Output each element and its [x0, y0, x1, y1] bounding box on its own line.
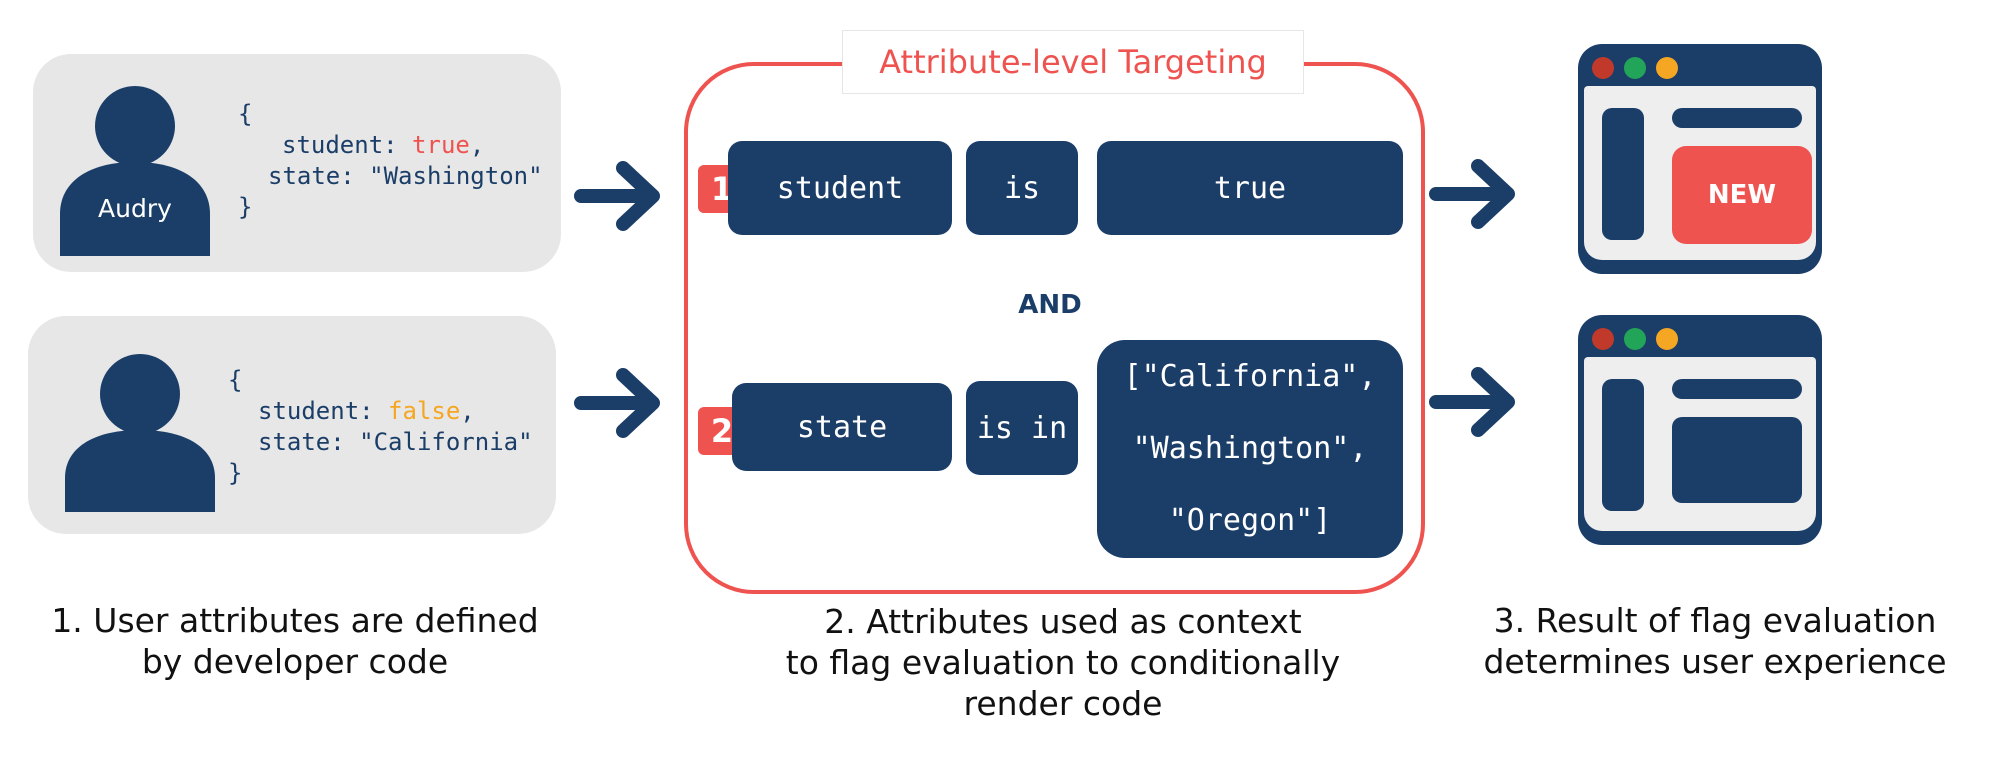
window-close-dot	[1592, 328, 1614, 350]
step-caption-2: 2. Attributes used as context to flag ev…	[718, 601, 1408, 724]
caption-line: 1. User attributes are defined	[51, 601, 539, 640]
rule-value-list-chip: ["California", "Washington", "Oregon"]	[1097, 340, 1403, 558]
student-value: true	[412, 131, 470, 159]
sidebar-block	[1602, 108, 1644, 240]
user-attributes-code: { student: true, state: "Washington"}	[238, 99, 543, 223]
rule-conjunction: AND	[1018, 290, 1082, 320]
student-value: false	[388, 397, 461, 425]
window-minimize-dot	[1656, 328, 1678, 350]
arrow-right-icon	[1428, 366, 1520, 438]
caption-line: 2. Attributes used as context	[824, 602, 1302, 641]
rule-attribute-chip: student	[728, 141, 952, 235]
arrow-right-icon	[1428, 158, 1520, 230]
rule-value-chip: true	[1097, 141, 1403, 235]
user-name: Audry	[98, 194, 172, 223]
window-maximize-dot	[1624, 57, 1646, 79]
browser-window-icon: NEW	[1578, 44, 1822, 274]
new-feature-badge: NEW	[1672, 146, 1812, 244]
targeting-title: Attribute-level Targeting	[842, 30, 1304, 94]
state-line: state: "California"	[258, 428, 533, 456]
brace-open: {	[228, 366, 243, 394]
content-block	[1672, 417, 1802, 503]
browser-body	[1584, 357, 1816, 531]
state-line: state: "Washington"	[268, 162, 543, 190]
rule-operator-chip: is	[966, 141, 1078, 235]
user-attributes-code: { student: false, state: "California"}	[228, 365, 533, 489]
caption-line: render code	[963, 684, 1163, 723]
user-avatar-icon	[65, 354, 215, 512]
rule-operator-chip: is in	[966, 381, 1078, 475]
arrow-right-icon	[573, 160, 665, 232]
step-caption-3: 3. Result of flag evaluation determines …	[1440, 600, 1990, 682]
brace-open: {	[238, 100, 253, 128]
browser-window-icon	[1578, 315, 1822, 545]
caption-line: 3. Result of flag evaluation	[1493, 601, 1937, 640]
rule-value: true	[1213, 170, 1287, 206]
header-block	[1672, 108, 1802, 128]
rule-attribute-chip: state	[732, 383, 952, 471]
window-minimize-dot	[1656, 57, 1678, 79]
user-avatar-icon: Audry	[60, 86, 210, 256]
comma: ,	[469, 131, 485, 159]
student-key: student:	[282, 131, 413, 159]
user-card-2: { student: false, state: "California"}	[28, 316, 556, 534]
rule-value: "Washington",	[1132, 431, 1368, 466]
window-maximize-dot	[1624, 328, 1646, 350]
step-caption-1: 1. User attributes are defined by develo…	[10, 600, 580, 682]
rule-value: ["California",	[1123, 359, 1377, 394]
brace-close: }	[238, 193, 253, 221]
comma: ,	[460, 397, 475, 425]
caption-line: determines user experience	[1483, 642, 1947, 681]
rule-value: "Oregon"]	[1168, 503, 1332, 538]
user-card-audry: Audry { student: true, state: "Washington"…	[33, 54, 561, 272]
browser-body: NEW	[1584, 86, 1816, 260]
window-close-dot	[1592, 57, 1614, 79]
caption-line: by developer code	[141, 642, 449, 681]
arrow-right-icon	[573, 367, 665, 439]
student-key: student:	[258, 397, 389, 425]
brace-close: }	[228, 459, 243, 487]
caption-line: to flag evaluation to conditionally	[785, 643, 1341, 682]
header-block	[1672, 379, 1802, 399]
sidebar-block	[1602, 379, 1644, 511]
